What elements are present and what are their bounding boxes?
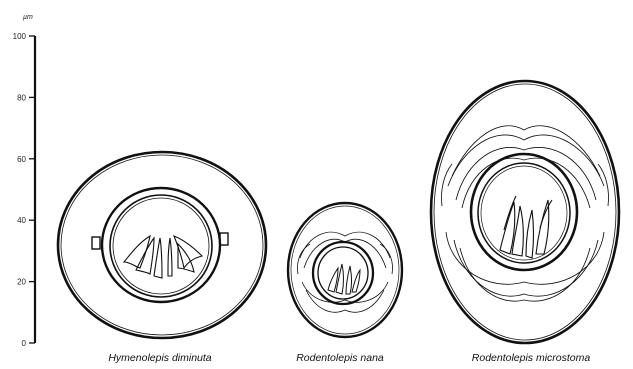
oncosphere-hooks xyxy=(328,264,360,294)
scale-tick-label: 100 xyxy=(13,32,27,41)
scale-tick-label: 20 xyxy=(17,278,26,287)
oncosphere-hooks xyxy=(124,236,202,278)
polar-filaments xyxy=(441,126,608,301)
label-rodentolepis-microstoma: Rodentolepis microstoma xyxy=(472,352,591,364)
egg-shell-inner-line xyxy=(434,84,616,340)
label-hymenolepis-diminuta: Hymenolepis diminuta xyxy=(108,352,211,364)
egg-shell-inner-line xyxy=(291,206,399,334)
oncosphere-inner xyxy=(481,166,567,260)
egg-outer-shell xyxy=(288,203,402,337)
oncosphere-membrane xyxy=(478,163,570,263)
scale-tick-label: 80 xyxy=(17,93,26,102)
scale-bar: µm 100 80 60 40 20 0 xyxy=(13,14,35,348)
egg-outer-shell xyxy=(58,152,266,338)
egg-hymenolepis-diminuta xyxy=(58,152,266,338)
scale-tick-label: 60 xyxy=(17,155,26,164)
embryophore-outer xyxy=(471,154,577,270)
label-rodentolepis-nana: Rodentolepis nana xyxy=(296,352,384,364)
egg-rodentolepis-nana xyxy=(288,203,402,337)
scale-tick-label: 40 xyxy=(17,216,26,225)
embryophore-knob-left xyxy=(92,237,100,249)
polar-filaments xyxy=(298,232,393,312)
egg-rodentolepis-microstoma xyxy=(431,81,619,343)
egg-outer-shell xyxy=(431,81,619,343)
scale-ticks: 100 80 60 40 20 0 xyxy=(13,32,35,348)
embryophore-knob-right xyxy=(220,233,228,245)
scale-unit-label: µm xyxy=(23,14,33,21)
scale-tick-label: 0 xyxy=(22,339,27,348)
oncosphere-hooks xyxy=(500,196,552,258)
